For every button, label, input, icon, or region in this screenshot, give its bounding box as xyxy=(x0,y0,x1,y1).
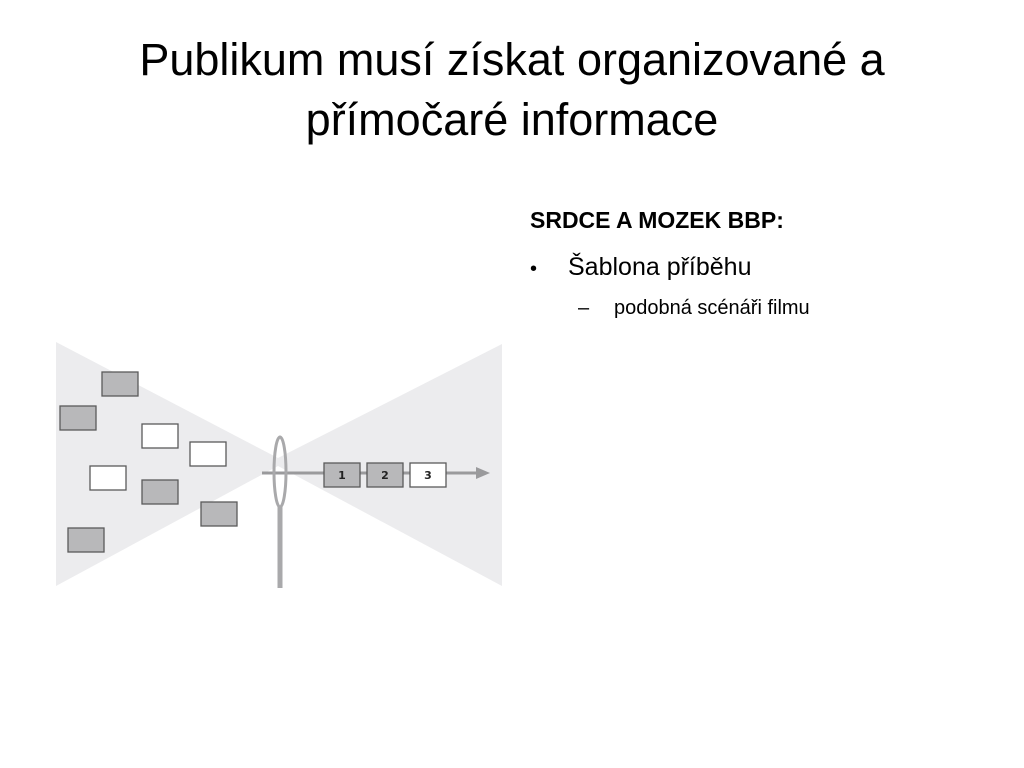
subbullet-item: – podobná scénáři filmu xyxy=(530,292,990,324)
sequence-box-2: 2 xyxy=(366,462,404,488)
sequence-box-3: 3 xyxy=(409,462,447,488)
scattered-box xyxy=(141,479,179,505)
content-heading: SRDCE A MOZEK BBP: xyxy=(530,207,784,233)
sequence-label: 1 xyxy=(338,469,346,482)
scattered-box xyxy=(101,371,139,397)
sequence-box-1: 1 xyxy=(323,462,361,488)
funnel-diagram: 1 2 3 xyxy=(56,340,504,595)
funnel-diagram-svg: 1 2 3 xyxy=(56,342,502,588)
scattered-box xyxy=(189,441,227,467)
bullet-text: Šablona příběhu xyxy=(568,253,752,281)
scattered-box xyxy=(59,405,97,431)
scattered-box xyxy=(141,423,179,449)
subbullet-marker: – xyxy=(578,297,590,319)
bullet-marker: • xyxy=(530,258,538,280)
scattered-box xyxy=(89,465,127,491)
sequence-label: 2 xyxy=(381,469,389,482)
slide-title: Publikum musí získat organizované a přím… xyxy=(139,34,885,145)
scattered-box xyxy=(67,527,105,553)
sequence-label: 3 xyxy=(424,469,432,482)
subbullet-text: podobná scénáři filmu xyxy=(614,297,810,319)
content-placeholder: SRDCE A MOZEK BBP: • Šablona příběhu – p… xyxy=(530,198,990,324)
arrow-head-icon xyxy=(476,467,490,479)
bullet-item: • Šablona příběhu xyxy=(530,244,990,292)
funnel-left-shape xyxy=(56,342,278,586)
scattered-box xyxy=(200,501,238,527)
